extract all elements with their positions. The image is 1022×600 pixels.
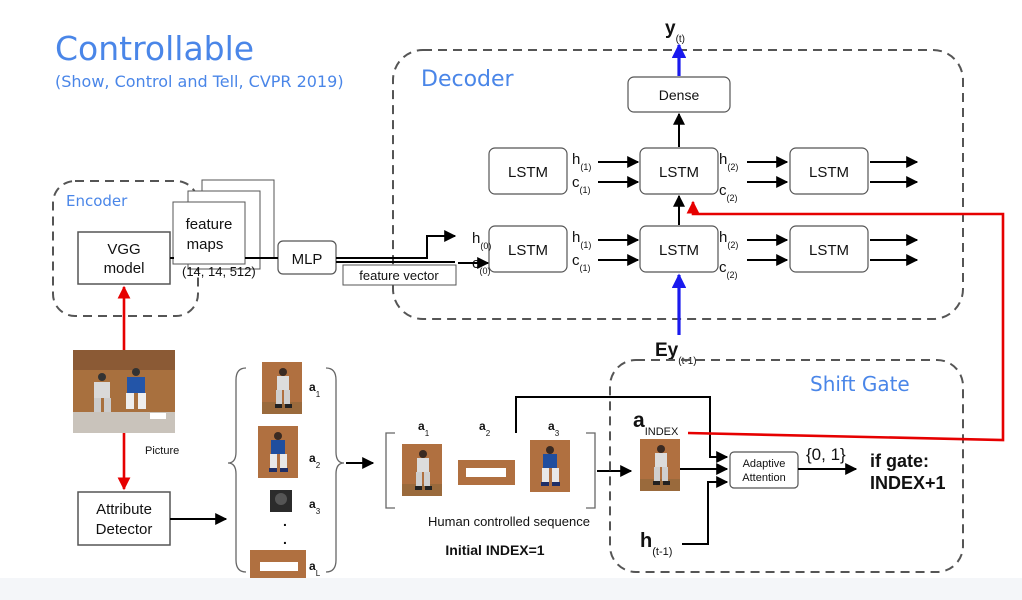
decoder-label: Decoder xyxy=(421,67,515,92)
sequence-to-attention-line xyxy=(515,396,729,463)
input-label: Ey(t-1) xyxy=(655,340,697,367)
attribute-image xyxy=(262,362,302,414)
dense-box xyxy=(627,76,731,113)
ellipsis-dot: . xyxy=(283,513,287,529)
footer-bar xyxy=(0,578,1022,600)
sequence-left-bracket xyxy=(385,432,395,509)
h0-label: h(0) xyxy=(472,230,491,251)
vgg-model-box xyxy=(77,231,171,285)
attr-a1-label: a1 xyxy=(309,380,321,399)
feature-maps-box xyxy=(172,201,246,265)
lstm-box xyxy=(639,225,719,273)
mlp-label: MLP xyxy=(292,251,323,268)
adaptive-label-1: Adaptive xyxy=(743,458,786,470)
sequence-right-bracket xyxy=(586,432,596,509)
seq-a3-label: a3 xyxy=(548,419,560,438)
h-prev-label: h(t-1) xyxy=(640,530,672,558)
vgg-label-2: model xyxy=(104,260,145,277)
shift-gate-label: Shift Gate xyxy=(810,372,910,396)
slide-subtitle: (Show, Control and Tell, CVPR 2019) xyxy=(55,72,344,91)
attribute-label-2: Detector xyxy=(96,521,153,538)
attribute-image xyxy=(250,550,306,578)
lstm-label: LSTM xyxy=(809,242,849,259)
picture-label: Picture xyxy=(145,445,179,457)
output-label: y(t) xyxy=(665,18,685,45)
c2-label: c(2) xyxy=(719,259,738,280)
feature-vector-box xyxy=(342,264,457,286)
vgg-label-1: VGG xyxy=(107,241,140,258)
feature-maps-label-2: maps xyxy=(187,236,224,253)
a-index-image xyxy=(640,439,680,491)
lstm-box xyxy=(488,225,568,273)
feature-vector-label: feature vector xyxy=(359,268,439,283)
sequence-image xyxy=(458,460,515,485)
h2-label: h(2) xyxy=(719,151,738,172)
ellipsis-dot: . xyxy=(283,531,287,547)
attr-a3-label: a3 xyxy=(309,497,321,516)
lstm-box xyxy=(488,147,568,195)
lstm-box xyxy=(789,225,869,273)
c2-label: c(2) xyxy=(719,182,738,203)
initial-index-label: Initial INDEX=1 xyxy=(445,542,544,558)
shift-gate-container xyxy=(609,359,964,573)
slide-title: Controllable xyxy=(55,29,254,68)
feature-maps-label-1: feature xyxy=(186,216,233,233)
mlp-to-decoder-arrow xyxy=(336,230,457,259)
a-index-label: aINDEX xyxy=(633,409,679,438)
lstm-label: LSTM xyxy=(508,164,548,181)
feature-maps-dims: (14, 14, 512) xyxy=(182,264,256,279)
lstm-label: LSTM xyxy=(809,164,849,181)
sequence-image xyxy=(530,440,570,492)
sequence-image xyxy=(402,444,442,496)
attr-aL-label: aL xyxy=(309,559,321,578)
lstm-box xyxy=(789,147,869,195)
set-left-brace xyxy=(227,367,247,573)
lstm-label: LSTM xyxy=(659,164,699,181)
input-picture xyxy=(73,350,175,433)
lstm-box xyxy=(639,147,719,195)
h-to-attention-arrow xyxy=(682,476,729,545)
adaptive-label-2: Attention xyxy=(742,472,785,484)
c1-label: c(1) xyxy=(572,174,591,195)
sequence-caption: Human controlled sequence xyxy=(428,514,590,529)
c0-label: c(0) xyxy=(472,255,491,276)
aindex-to-decoder-red-arrow xyxy=(686,200,1005,442)
lstm-label: LSTM xyxy=(659,242,699,259)
seq-a2-label: a2 xyxy=(479,419,491,438)
gate-values-label: {0, 1} xyxy=(806,445,846,464)
index-plus-label: INDEX+1 xyxy=(870,473,946,493)
attribute-image xyxy=(270,490,292,512)
encoder-label: Encoder xyxy=(66,192,128,210)
h2-label: h(2) xyxy=(719,229,738,250)
attribute-image xyxy=(258,426,298,478)
c1-label: c(1) xyxy=(572,252,591,273)
h1-label: h(1) xyxy=(572,151,591,172)
if-gate-label: if gate: xyxy=(870,451,929,471)
seq-a1-label: a1 xyxy=(418,419,430,438)
lstm-label: LSTM xyxy=(508,242,548,259)
attr-a2-label: a2 xyxy=(309,451,321,470)
attribute-label-1: Attribute xyxy=(96,501,152,518)
dense-label: Dense xyxy=(659,87,700,103)
attribute-detector-box xyxy=(77,491,171,546)
set-right-brace xyxy=(325,367,345,573)
h1-label: h(1) xyxy=(572,229,591,250)
